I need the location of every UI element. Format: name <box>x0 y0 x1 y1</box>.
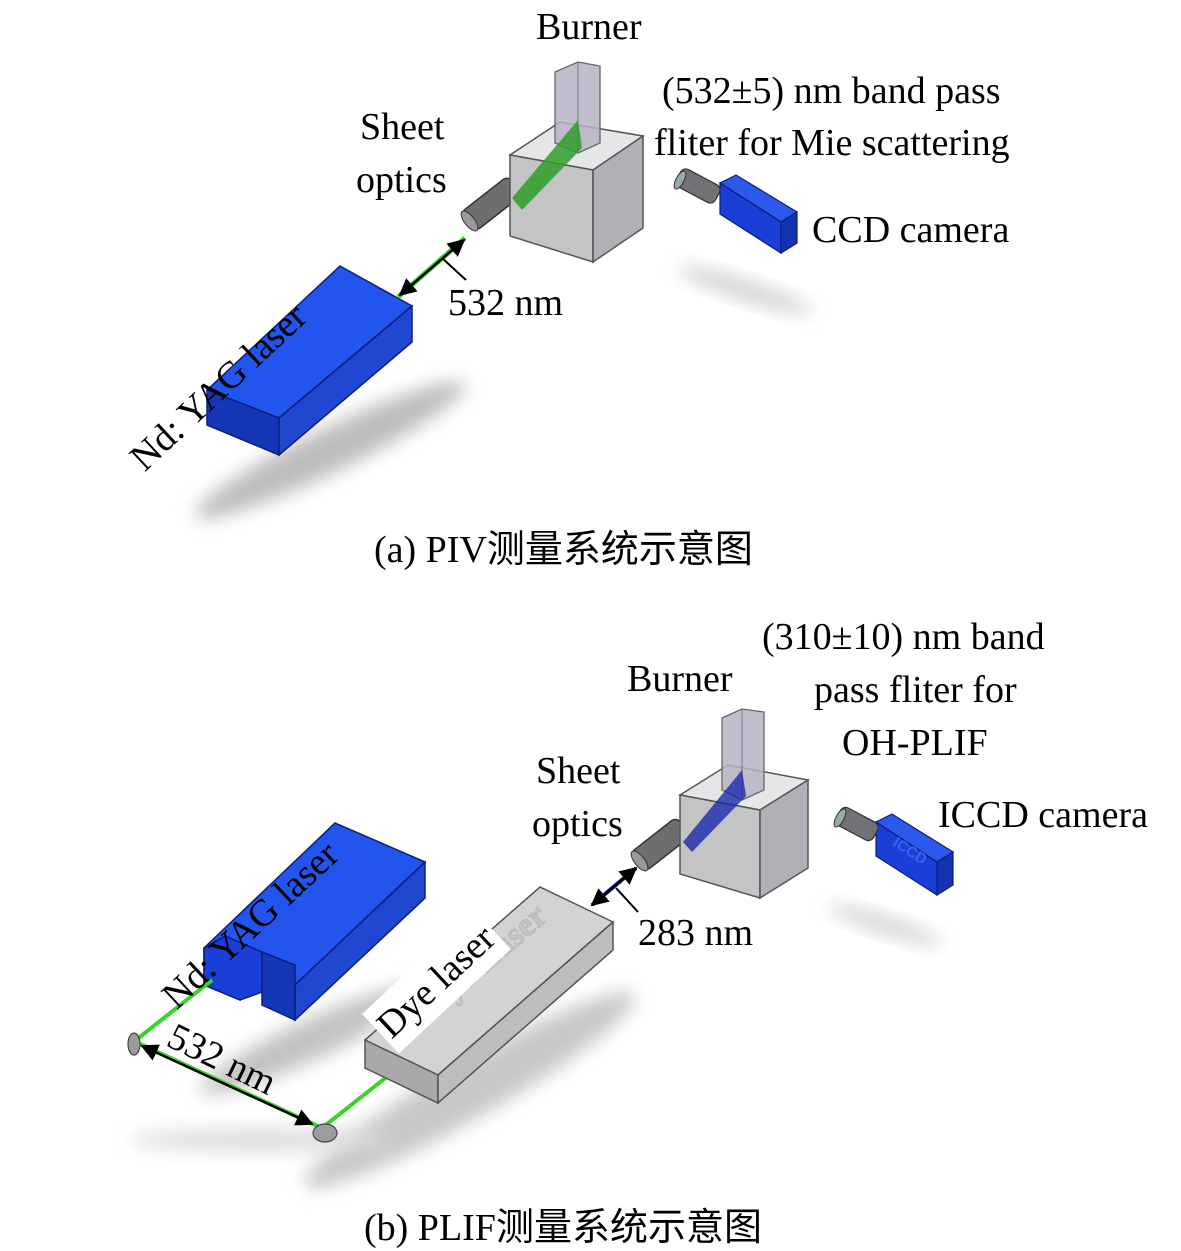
sheet-optics-label-a-line2: optics <box>356 159 447 201</box>
filter-label-b-line2: pass fliter for <box>814 669 1017 711</box>
iccd-camera-label: ICCD camera <box>938 794 1148 836</box>
green-beam-b1 <box>134 978 214 1042</box>
camera-shadow <box>678 266 812 314</box>
filter-label-b-line1: (310±10) nm band <box>762 616 1045 658</box>
dye-side <box>437 920 614 1105</box>
yag-body-front <box>261 950 296 1022</box>
mirror-2 <box>312 1123 338 1143</box>
sheet-optics-b <box>630 818 690 872</box>
iccd-camera: ICCD <box>833 806 955 897</box>
arrow-532-a <box>398 238 466 297</box>
burner-housing-b <box>677 708 811 900</box>
uv-wavelength-label-b: 283 nm <box>638 912 754 954</box>
laser-shadow <box>194 381 466 519</box>
ccd-camera <box>673 168 799 255</box>
housing-b-side <box>759 778 809 900</box>
mirror-1 <box>127 1032 141 1056</box>
panel-b-diagram: Dye-Laser ICCD <box>127 708 955 1189</box>
nd-yag-laser-a <box>205 265 414 457</box>
panel-a-diagram <box>194 61 812 519</box>
housing-side <box>592 134 644 264</box>
sheet-optics-label-b-line2: optics <box>532 803 623 845</box>
camera-side <box>780 210 798 255</box>
filter-label-b-line3: OH-PLIF <box>842 722 988 764</box>
laser-side-face <box>278 304 413 457</box>
sheet-optics-b-end <box>630 850 649 872</box>
camera-lens-front <box>673 170 687 190</box>
table-shadow-b <box>130 1128 390 1152</box>
sheet-optics-label-b-line1: Sheet <box>536 750 621 792</box>
iccd-side <box>936 850 954 897</box>
sheet-optics-end <box>460 210 479 232</box>
arrow-532-b <box>140 1044 314 1126</box>
uv-laser-sheet-b <box>683 770 746 852</box>
caption-a: (a) PIV测量系统示意图 <box>374 529 753 571</box>
nd-yag-laser-b <box>202 822 427 1022</box>
burner-label-b: Burner <box>627 658 733 700</box>
burner-label-a: Burner <box>536 6 642 48</box>
camera-shadow-b <box>827 904 943 946</box>
iccd-lens-front <box>833 808 847 828</box>
sheet-optics-label-a-line1: Sheet <box>360 106 445 148</box>
green-laser-sheet-a <box>512 120 582 210</box>
filter-label-a-line2: fliter for Mie scattering <box>654 122 1010 164</box>
wavelength-label-a: 532 nm <box>448 282 564 324</box>
leader-532-a <box>441 257 467 281</box>
filter-label-a-line1: (532±5) nm band pass <box>662 70 1001 112</box>
burner-housing-a <box>508 61 645 264</box>
leader-283-b <box>615 887 639 913</box>
caption-b: (b) PLIF测量系统示意图 <box>364 1207 762 1249</box>
arrow-283-b <box>590 866 638 907</box>
ccd-camera-label: CCD camera <box>812 209 1010 251</box>
